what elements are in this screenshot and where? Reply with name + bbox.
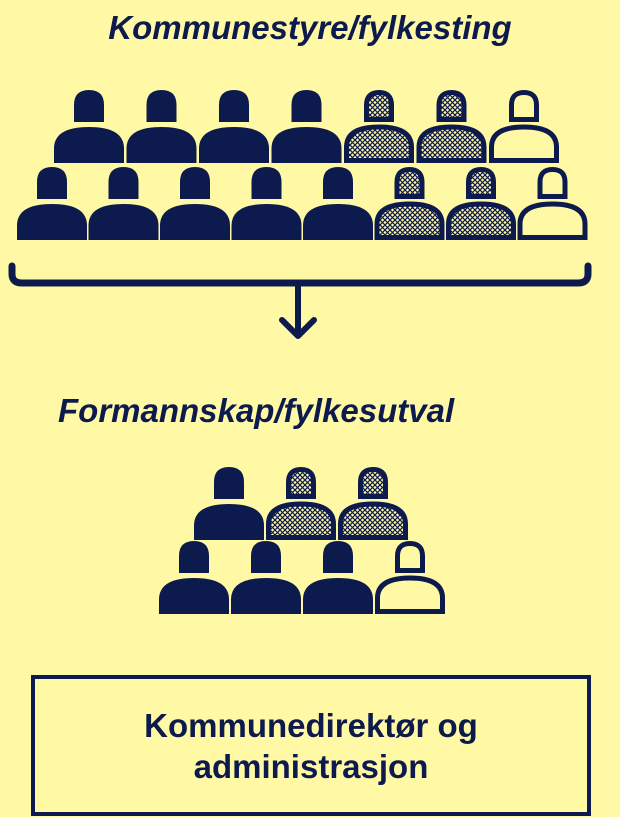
member-icon-hatched [338,466,408,540]
member-icon-outline [489,89,559,163]
member-icon-filled [88,167,159,240]
member-icon-outline [517,166,588,240]
member-icon-outline [375,540,445,614]
executive-title: Formannskap/fylkesutval [58,392,455,429]
member-icon-hatched [416,89,487,163]
member-icon-hatched [446,166,516,240]
member-icon-filled [231,541,301,614]
member-icon-filled [199,90,269,163]
member-icon-hatched [374,166,445,240]
member-icon-filled [303,541,373,614]
representation-diagram [8,89,592,614]
council-title: Kommunestyre/fylkesting [108,9,512,46]
member-icon-hatched [266,466,336,540]
bracket [8,262,592,287]
member-icon-filled [303,167,373,240]
member-icon-filled [160,167,230,240]
administration-box: Kommunedirektør og administrasjon [31,675,591,816]
administration-label: Kommunedirektør og administrasjon [144,706,478,785]
council-members [17,89,588,240]
member-icon-filled [159,541,229,614]
member-icon-filled [194,467,264,540]
member-icon-filled [126,90,197,163]
member-icon-filled [231,167,302,240]
member-icon-filled [17,167,87,240]
executive-members [159,466,445,614]
member-icon-filled [54,90,124,163]
member-icon-filled [271,90,342,163]
down-arrow-icon [279,286,317,339]
member-icon-hatched [344,89,414,163]
